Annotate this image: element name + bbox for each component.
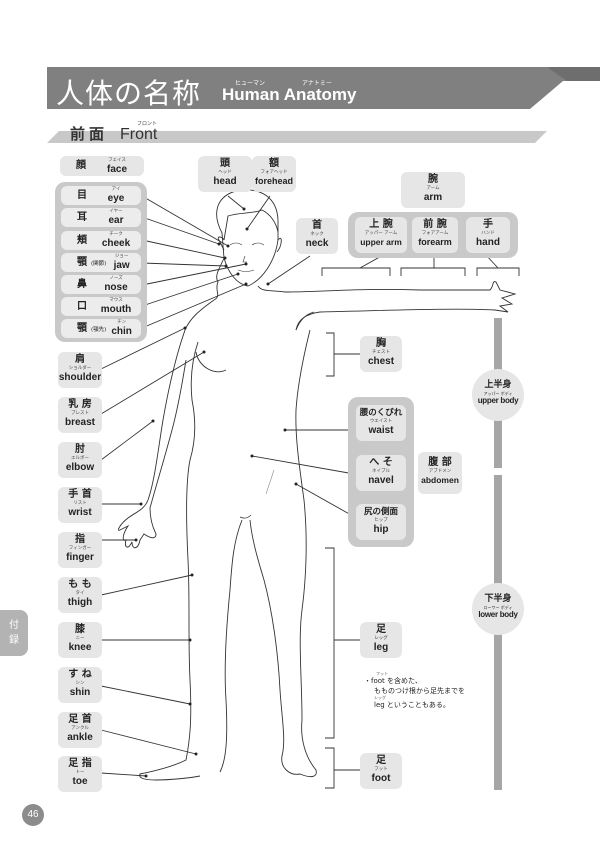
page-number: 46 (22, 804, 44, 826)
title-ruby-2: アナトミー (302, 80, 332, 87)
subtitle-bar (47, 131, 547, 143)
appendix-tab[interactable]: 付 録 (0, 610, 28, 656)
section-title-en: Front (120, 126, 158, 143)
page-title-en: Human Anatomy (222, 85, 357, 104)
section-title-jp: 前面 (70, 125, 109, 143)
title-banner (47, 67, 600, 109)
leg-note: フット ・foot を含めた、 もものつけ根から足先までを レッグ leg とい… (364, 671, 465, 710)
page-title-jp: 人体の名称 (56, 77, 202, 110)
section-title-ruby: フロント (137, 121, 158, 127)
title-ruby-1: ヒューマン (235, 80, 266, 87)
